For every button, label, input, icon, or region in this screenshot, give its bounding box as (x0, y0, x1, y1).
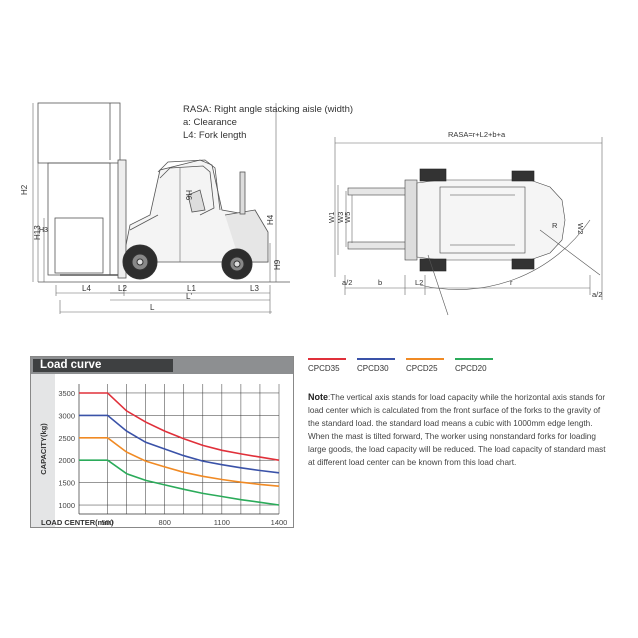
rasa-notes: RASA: Right angle stacking aisle (width)… (183, 103, 353, 142)
legend-label-cpcd35: CPCD35 (308, 364, 340, 373)
dim-h4: H4 (266, 214, 275, 225)
dim-l2: L2 (118, 284, 127, 293)
dim-l4: L4 (82, 284, 91, 293)
dim-r: r (510, 278, 513, 287)
dim-l: L (150, 303, 155, 312)
series-line-cpcd30 (79, 414, 280, 474)
x-tick-label: 800 (158, 518, 171, 527)
dim-w1: W1 (327, 212, 336, 223)
dim-a2-left: a/2 (342, 278, 352, 287)
x-tick-label: 500 (101, 518, 114, 527)
note-label: Note (308, 392, 328, 402)
y-axis-label-strip (31, 374, 55, 527)
dim-l3: L3 (250, 284, 259, 293)
rear-wheel (221, 248, 253, 280)
y-tick-label: 3500 (58, 389, 75, 398)
x-axis-label: LOAD CENTER(mm) (41, 518, 114, 527)
panel-header: Load curve (31, 357, 293, 374)
plot-background (55, 374, 293, 527)
series-line-cpcd35 (79, 392, 280, 461)
y-tick-label: 1500 (58, 479, 75, 488)
dim-h6: H6 (184, 190, 193, 201)
dim-w2: W2 (576, 223, 585, 234)
dim-h2: H2 (20, 184, 29, 195)
dim-rasa: RASA=r+L2+b+a (448, 130, 506, 139)
load-box-lower (47, 162, 111, 276)
y-axis-label: CAPACITY(kg) (39, 423, 48, 475)
x-tick-label: 1400 (271, 518, 288, 527)
dim-a2-right: a/2 (592, 290, 602, 299)
y-tick-label: 1000 (58, 501, 75, 510)
dim-l-prime: L' (186, 292, 192, 301)
note-body: :The vertical axis stands for load capac… (308, 393, 606, 467)
dim-w3: W3 (336, 212, 345, 223)
front-wheel (122, 244, 158, 280)
panel-title: Load curve (40, 359, 102, 371)
rasa-note-3: L4: Fork length (183, 130, 247, 141)
legend-label-cpcd30: CPCD30 (357, 364, 389, 373)
load-box-upper (37, 102, 121, 164)
note-text: Note:The vertical axis stands for load c… (308, 391, 606, 469)
legend-label-cpcd20: CPCD20 (455, 364, 487, 373)
rasa-note-1: RASA: Right angle stacking aisle (width) (183, 104, 354, 115)
series-line-cpcd20 (79, 459, 280, 506)
dim-r-upper: R (552, 221, 558, 230)
series-line-cpcd25 (79, 436, 280, 487)
rasa-note-2: a: Clearance (183, 117, 237, 128)
y-tick-label: 3000 (58, 411, 75, 420)
x-tick-label: 1100 (214, 518, 230, 527)
load-curve-chart: 1000 1500 2000 2500 3000 3500 500 800 1100 1400 CA… (31, 374, 293, 527)
dim-l1: L1 (187, 284, 196, 293)
legend-label-cpcd25: CPCD25 (406, 364, 438, 373)
forklift-side-view-diagram: H2 H13 H3 H6 H4 H9 L4 L2 L1 L3 L' L (20, 102, 290, 314)
dim-b: b (378, 278, 382, 287)
dim-w5: W5 (343, 212, 352, 223)
y-tick-label: 2000 (58, 456, 75, 465)
load-curve-panel: Load curve 1000 1500 2000 2500 3000 3500 500 80… (30, 356, 294, 528)
chart-legend: CPCD35 CPCD30 CPCD25 CPCD20 (308, 358, 493, 373)
panel-header-dark (33, 359, 173, 372)
y-tick-label: 2500 (58, 434, 75, 443)
dim-h9: H9 (273, 259, 282, 270)
dim-h3: H3 (39, 227, 48, 234)
dim-l2-top: L2 (415, 278, 423, 287)
dim-h13: H13 (33, 225, 42, 240)
forklift-top-view-diagram: RASA=r+L2+b+a W1 W3 W5 W2 R a/2 b L2 r a… (327, 130, 602, 316)
